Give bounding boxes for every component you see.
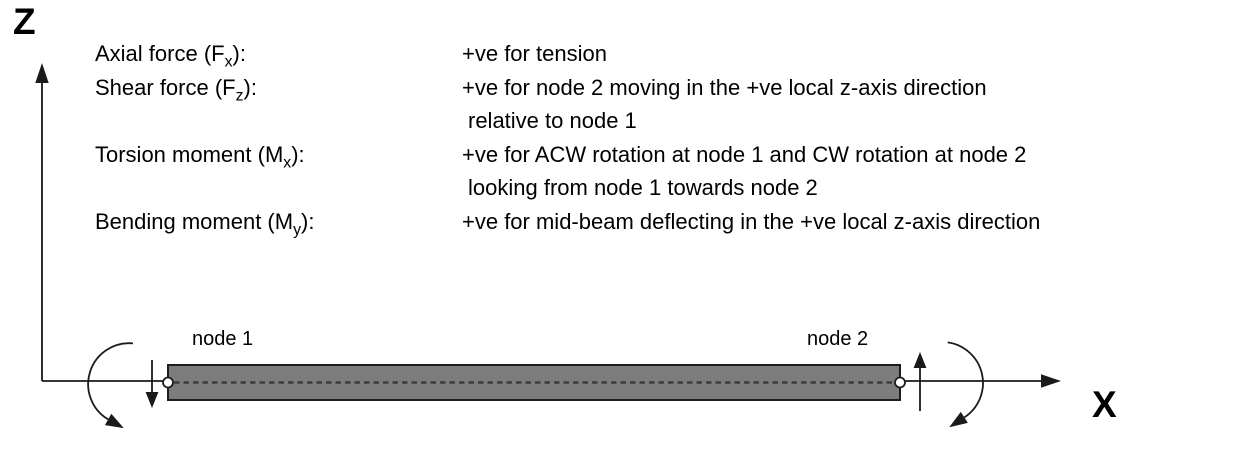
node-1-moment-arc: [87, 342, 134, 421]
description-line: +ve for mid-beam deflecting in the +ve l…: [462, 208, 1041, 234]
label-text-end: ):: [291, 141, 305, 167]
label-text-end: ):: [301, 208, 315, 234]
label-text: Torsion moment (M: [95, 141, 284, 167]
convention-row-torsion-moment: Torsion moment (Mx): +ve for ACW rotatio…: [95, 138, 1040, 205]
convention-row-shear-force: Shear force (Fz): +ve for node 2 moving …: [95, 71, 1040, 138]
description-line: +ve for tension: [462, 41, 607, 66]
node-2-shear-arrowhead-icon: [913, 352, 927, 368]
x-axis-label: X: [1092, 384, 1117, 425]
node-2-moment-arrowhead-icon: [949, 411, 968, 428]
convention-label: Shear force (Fz):: [95, 71, 462, 138]
convention-label: Axial force (Fx):: [95, 37, 462, 71]
description-line: +ve for node 2 moving in the +ve local z…: [462, 74, 987, 100]
label-text-end: ):: [243, 74, 257, 100]
convention-row-bending-moment: Bending moment (My): +ve for mid-beam de…: [95, 205, 1040, 239]
node-2-marker: [894, 376, 906, 389]
label-subscript: y: [293, 220, 302, 238]
label-text: Bending moment (M: [95, 208, 294, 234]
sign-convention-table: Axial force (Fx): +ve for tension Shear …: [95, 37, 1040, 238]
node-2-label: node 2: [807, 328, 869, 350]
node-1-moment-arrowhead-icon: [104, 413, 124, 429]
description-line: relative to node 1: [468, 108, 637, 133]
convention-description: +ve for node 2 moving in the +ve local z…: [462, 71, 987, 138]
z-axis-arrowhead-icon: [35, 63, 49, 83]
node-2-moment-arc: [947, 341, 984, 419]
description-line: +ve for ACW rotation at node 1 and CW ro…: [462, 141, 1027, 167]
x-axis-arrowhead-icon: [1041, 374, 1061, 388]
convention-row-axial-force: Axial force (Fx): +ve for tension: [95, 37, 1040, 71]
label-text: Shear force (F: [95, 74, 236, 100]
convention-description: +ve for mid-beam deflecting in the +ve l…: [462, 205, 1040, 239]
node-1-marker: [162, 376, 174, 389]
label-subscript: z: [235, 86, 244, 104]
convention-description: +ve for ACW rotation at node 1 and CW ro…: [462, 138, 1026, 205]
label-text-end: ):: [232, 41, 246, 66]
beam-element: [167, 364, 901, 401]
convention-label: Bending moment (My):: [95, 205, 462, 239]
description-line: looking from node 1 towards node 2: [468, 175, 818, 200]
node-1-label: node 1: [192, 328, 254, 350]
label-subscript: x: [224, 53, 233, 71]
label-subscript: x: [283, 153, 292, 171]
convention-description: +ve for tension: [462, 37, 607, 71]
label-text: Axial force (F: [95, 41, 225, 66]
node-1-shear-arrowhead-icon: [145, 392, 159, 408]
z-axis-label: Z: [13, 1, 36, 42]
convention-label: Torsion moment (Mx):: [95, 138, 462, 205]
